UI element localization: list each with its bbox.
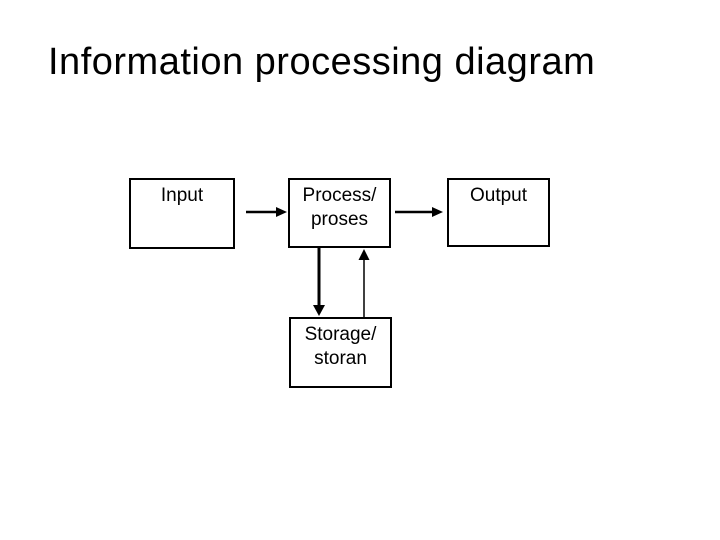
node-output-label: Output [469,185,528,206]
node-storage-label-line1: Storage/ [304,324,377,345]
slide-title: Information processing diagram [48,41,596,83]
arrow-storage-to-process [358,249,370,317]
node-output: Output [447,178,550,247]
arrow-process-to-output [395,207,443,217]
node-input: Input [129,178,235,249]
node-storage: Storage/ storan [289,317,392,388]
node-process-label-line1: Process/ [302,185,377,206]
arrow-process-to-storage [313,248,325,316]
node-storage-label-line2: storan [314,348,367,369]
node-process: Process/ proses [288,178,391,248]
node-input-label: Input [160,185,204,206]
arrow-input-to-process [246,207,287,217]
node-process-label-line2: proses [310,209,369,230]
